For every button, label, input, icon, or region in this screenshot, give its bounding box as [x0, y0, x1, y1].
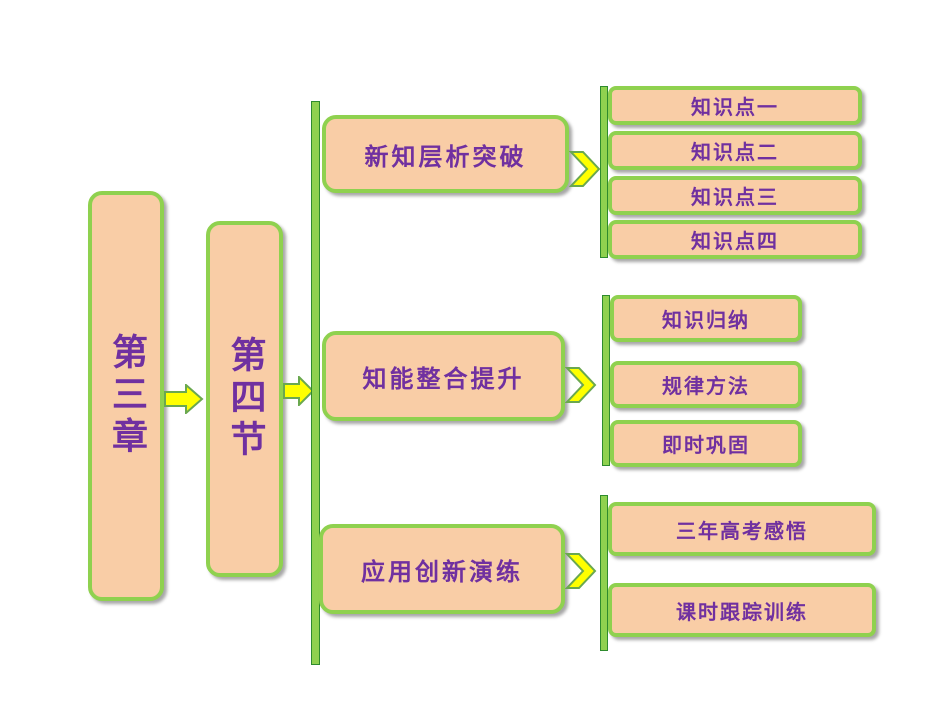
chevron-right-icon: [565, 367, 597, 403]
chevron-right-icon: [565, 553, 597, 589]
item-label: 规律方法: [662, 374, 750, 398]
item-box-2-2[interactable]: 规律方法: [610, 361, 802, 408]
chapter-box[interactable]: 第三章: [88, 191, 164, 601]
arrow-right-icon: [164, 384, 204, 414]
group-title-2: 知能整合提升: [362, 364, 525, 393]
item-box-2-3[interactable]: 即时巩固: [610, 420, 802, 467]
item-box-1-1[interactable]: 知识点一: [608, 86, 862, 125]
item-box-3-2[interactable]: 课时跟踪训练: [608, 583, 876, 637]
item-label: 即时巩固: [662, 433, 750, 457]
item-label: 知识点一: [691, 95, 779, 119]
group-connector-bar-2: [602, 295, 610, 466]
main-connector-bar: [311, 101, 320, 665]
item-label: 知识点四: [691, 229, 779, 253]
arrow-right-icon: [283, 376, 315, 406]
item-label: 三年高考感悟: [676, 518, 808, 543]
group-box-1[interactable]: 新知层析突破: [322, 115, 569, 193]
chevron-right-icon: [569, 151, 601, 187]
chapter-label: 第三章: [106, 333, 147, 459]
item-box-1-3[interactable]: 知识点三: [608, 176, 862, 215]
section-label: 第四节: [224, 336, 266, 462]
item-label: 知识点三: [691, 185, 779, 209]
group-connector-bar-3: [600, 495, 608, 651]
item-label: 课时跟踪训练: [676, 599, 808, 624]
item-label: 知识点二: [691, 140, 779, 164]
item-box-2-1[interactable]: 知识归纳: [610, 295, 802, 342]
item-box-1-2[interactable]: 知识点二: [608, 131, 862, 170]
group-title-1: 新知层析突破: [364, 142, 527, 171]
section-box[interactable]: 第四节: [206, 221, 283, 577]
item-box-3-1[interactable]: 三年高考感悟: [608, 502, 876, 556]
group-box-2[interactable]: 知能整合提升: [322, 331, 565, 421]
group-title-3: 应用创新演练: [361, 557, 523, 586]
item-label: 知识归纳: [662, 308, 750, 332]
item-box-1-4[interactable]: 知识点四: [608, 220, 862, 259]
group-box-3[interactable]: 应用创新演练: [319, 524, 565, 614]
group-connector-bar-1: [600, 86, 608, 258]
